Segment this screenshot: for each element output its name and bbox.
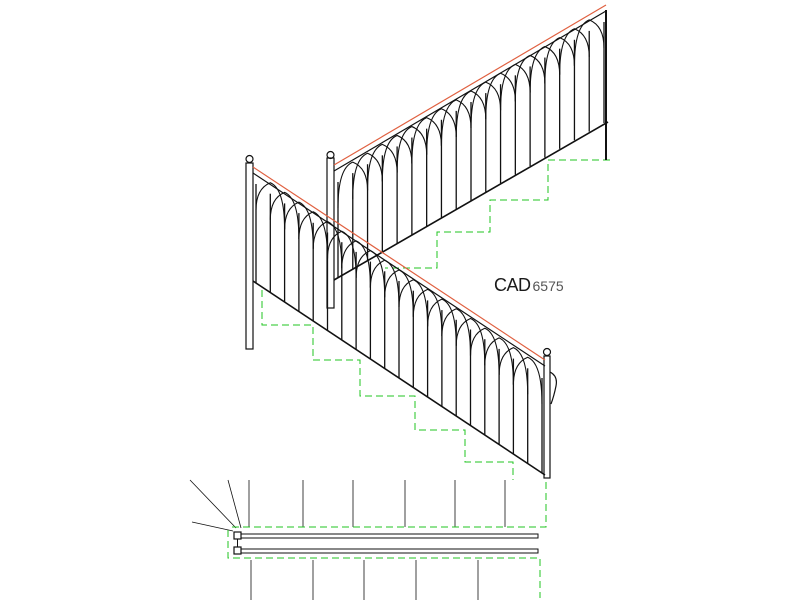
gothic-arch bbox=[398, 279, 429, 327]
watermark-number: 6575 bbox=[532, 278, 564, 294]
gothic-arch bbox=[326, 230, 357, 278]
plan-winder-lines bbox=[189, 479, 242, 532]
plan-lower-newel bbox=[233, 546, 242, 555]
gothic-arch bbox=[441, 308, 472, 356]
gothic-arch bbox=[440, 99, 472, 146]
watermark-brand: CAD bbox=[494, 275, 531, 295]
plan-upper-newel bbox=[233, 531, 242, 540]
gothic-arch bbox=[484, 337, 514, 385]
lower-end-knob bbox=[542, 347, 552, 357]
gothic-arch bbox=[469, 327, 500, 375]
lower-stair-profile bbox=[261, 290, 514, 480]
lower-balusters bbox=[255, 182, 543, 473]
plan-upper-risers bbox=[248, 480, 506, 527]
upper-flight-railing bbox=[326, 4, 610, 309]
gothic-arch bbox=[255, 182, 286, 230]
gothic-arch bbox=[367, 143, 398, 191]
gothic-arch bbox=[341, 240, 371, 288]
gothic-arch bbox=[500, 63, 531, 111]
upper-handrail-top bbox=[333, 4, 607, 166]
lower-end-post bbox=[543, 355, 551, 479]
gothic-arch bbox=[455, 90, 487, 137]
gothic-arch bbox=[559, 28, 590, 75]
gothic-arch bbox=[470, 81, 502, 129]
plan-upper-outline bbox=[232, 480, 547, 528]
gothic-arch bbox=[485, 72, 516, 120]
plan-upper-rail bbox=[240, 533, 539, 539]
upper-bottom-rail bbox=[333, 121, 609, 281]
gothic-arch bbox=[312, 220, 343, 269]
lower-newel-post bbox=[245, 162, 254, 350]
gothic-arch bbox=[269, 191, 300, 240]
gothic-arch bbox=[498, 347, 529, 395]
plan-lower-risers bbox=[250, 560, 479, 600]
upper-balusters bbox=[337, 19, 605, 278]
lower-newel-knob bbox=[245, 154, 254, 164]
lower-handrail-scroll bbox=[549, 371, 557, 405]
gothic-arch bbox=[298, 211, 329, 259]
gothic-arch bbox=[384, 269, 414, 317]
gothic-arch bbox=[512, 356, 543, 405]
plan-lower-outline bbox=[227, 530, 541, 598]
gothic-arch bbox=[284, 201, 314, 249]
gothic-arch bbox=[396, 125, 428, 173]
gothic-arch bbox=[381, 134, 413, 182]
upper-newel-knob bbox=[326, 150, 335, 160]
gothic-arch bbox=[544, 37, 575, 84]
gothic-arch bbox=[514, 54, 546, 102]
gothic-arch bbox=[427, 298, 457, 346]
gothic-arch bbox=[412, 288, 443, 337]
gothic-arch bbox=[573, 19, 605, 66]
gothic-arch bbox=[529, 45, 561, 93]
gothic-arch bbox=[455, 317, 486, 366]
gothic-arch bbox=[426, 108, 457, 155]
gothic-arch bbox=[337, 161, 369, 209]
gothic-arch bbox=[352, 152, 383, 200]
lower-flight-railing bbox=[245, 154, 557, 480]
plan-lower-rail bbox=[240, 548, 539, 554]
gothic-arch bbox=[355, 250, 386, 298]
plan-view bbox=[189, 479, 547, 600]
gothic-arch bbox=[411, 117, 442, 164]
upper-stair-profile bbox=[385, 159, 610, 269]
gothic-arch bbox=[369, 259, 400, 308]
lower-handrail-top bbox=[252, 166, 546, 361]
